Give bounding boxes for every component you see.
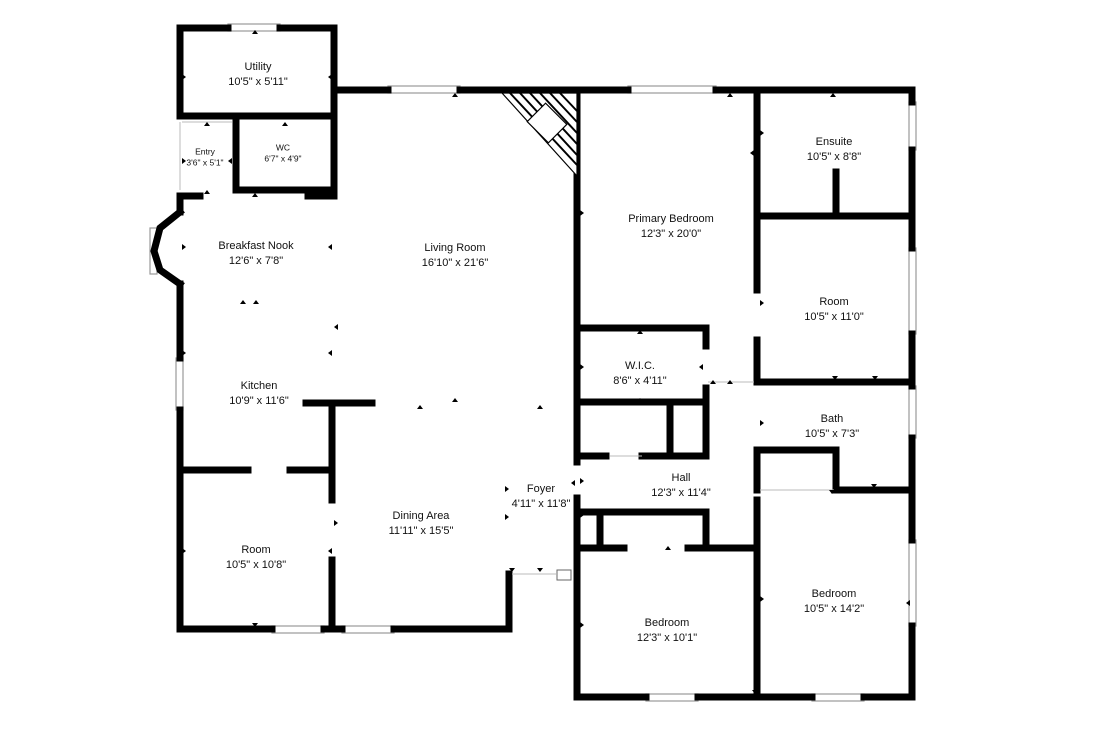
room-name: Breakfast Nook (218, 240, 294, 253)
room-label-utility: Utility 10'5" x 5'11" (228, 60, 288, 90)
room-dimensions: 4'11" x 11'8" (511, 498, 571, 510)
room-name: Room (241, 544, 271, 557)
room-label-bedroom-east: Bedroom 10'5" x 14'2" (804, 587, 864, 617)
room-label-living-room: Living Room 16'10" x 21'6" (422, 241, 488, 271)
room-label-room-east: Room 10'5" x 11'0" (804, 295, 864, 325)
room-dimensions: 12'6" x 7'8" (228, 255, 284, 267)
room-name: Bath (820, 413, 844, 426)
room-name: WC (275, 142, 291, 153)
stair-hatch (500, 92, 578, 178)
room-label-dining-area: Dining Area 11'11" x 15'5" (389, 509, 454, 539)
door-frames (179, 121, 834, 581)
room-dimensions: 10'5" x 8'8" (806, 151, 862, 163)
room-label-ensuite: Ensuite 10'5" x 8'8" (807, 135, 861, 165)
room-label-entry: Entry 3'6" x 5'1" (186, 147, 223, 170)
interior-walls (176, 86, 916, 701)
room-label-primary-bedroom: Primary Bedroom 12'3" x 20'0" (628, 212, 714, 242)
room-name: Living Room (424, 242, 486, 255)
room-dimensions: 10'5" x 5'11" (228, 76, 288, 88)
room-name: Bedroom (644, 617, 690, 630)
room-dimensions: 10'5" x 14'2" (803, 603, 865, 615)
room-name: Dining Area (392, 510, 450, 523)
room-name: Primary Bedroom (628, 213, 714, 226)
room-dimensions: 12'3" x 20'0" (640, 228, 702, 240)
room-name: Hall (671, 472, 691, 485)
exterior-walls (150, 24, 916, 701)
room-label-wic: W.I.C. 8'6" x 4'11" (613, 359, 666, 389)
room-label-foyer: Foyer 4'11" x 11'8" (512, 482, 571, 512)
room-name: Bedroom (811, 588, 857, 601)
room-label-bedroom-south: Bedroom 12'3" x 10'1" (637, 616, 697, 646)
room-name: W.I.C. (625, 360, 655, 373)
room-label-breakfast-nook: Breakfast Nook 12'6" x 7'8" (218, 239, 293, 269)
room-dimensions: 16'10" x 21'6" (421, 257, 489, 269)
room-label-room-west: Room 10'5" x 10'8" (226, 543, 286, 573)
room-dimensions: 10'5" x 11'0" (804, 311, 864, 323)
room-name: Foyer (526, 483, 556, 496)
room-label-bath: Bath 10'5" x 7'3" (805, 412, 859, 442)
room-name: Utility (244, 61, 272, 74)
room-dimensions: 11'11" x 15'5" (388, 525, 454, 537)
room-dimensions: 8'6" x 4'11" (613, 375, 667, 387)
room-label-kitchen: Kitchen 10'9" x 11'6" (229, 379, 289, 409)
room-dimensions: 10'9" x 11'6" (229, 395, 289, 407)
room-label-hall: Hall 12'3" x 11'4" (651, 471, 711, 501)
room-name: Entry (195, 146, 215, 157)
room-name: Ensuite (815, 136, 853, 149)
room-dimensions: 10'5" x 7'3" (804, 428, 860, 440)
room-name: Room (819, 296, 849, 309)
room-name: Kitchen (240, 380, 278, 393)
room-dimensions: 6'7" x 4'9" (264, 154, 302, 164)
room-label-wc: WC 6'7" x 4'9" (264, 143, 301, 166)
room-dimensions: 3'6" x 5'1" (186, 158, 224, 168)
door-ticks (182, 30, 910, 694)
room-dimensions: 12'3" x 10'1" (636, 632, 698, 644)
room-dimensions: 10'5" x 10'8" (225, 559, 287, 571)
room-dimensions: 12'3" x 11'4" (651, 487, 711, 499)
